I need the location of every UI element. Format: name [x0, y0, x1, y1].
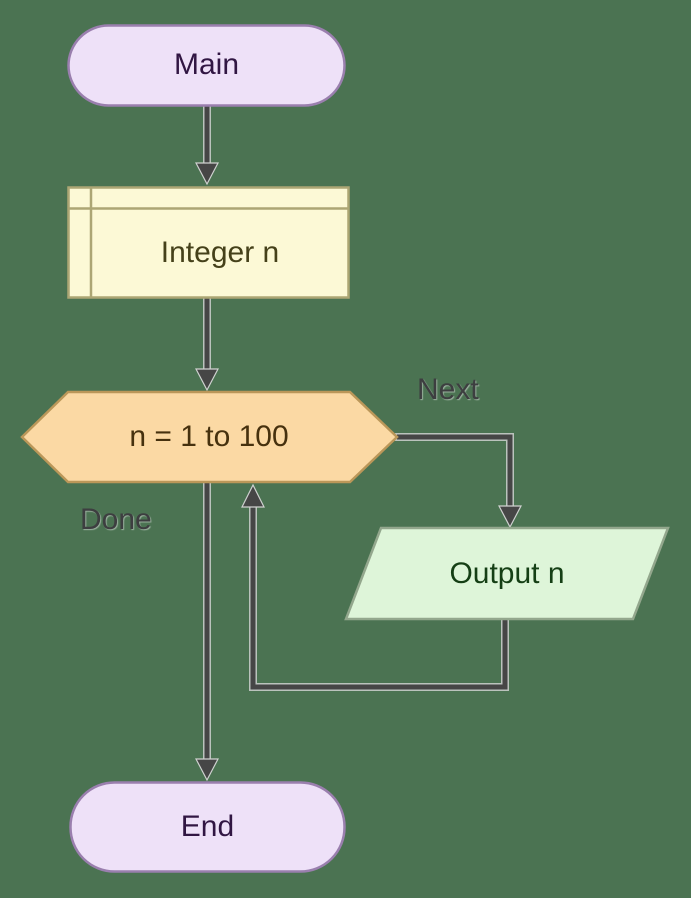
- terminal-shape[interactable]: [69, 781, 346, 873]
- connector-main-to-declare: [195, 103, 219, 186]
- node-main-terminal[interactable]: [67, 24, 346, 107]
- output-parallelogram-shape[interactable]: [344, 526, 670, 621]
- declaration-shape[interactable]: [67, 186, 350, 299]
- connector-loop-done-to-end: [195, 480, 219, 782]
- node-declare[interactable]: [67, 186, 350, 299]
- connector-loop-next-to-output: [395, 433, 522, 529]
- node-for-loop[interactable]: [20, 390, 399, 484]
- arrowhead-down-icon: [195, 758, 219, 782]
- arrowhead-up-icon: [241, 483, 265, 508]
- connector-declare-to-loop: [195, 296, 219, 392]
- node-end-terminal[interactable]: [69, 781, 346, 873]
- terminal-shape[interactable]: [67, 24, 346, 107]
- arrowhead-down-icon: [498, 505, 522, 529]
- node-output[interactable]: [344, 526, 670, 621]
- arrowhead-down-icon: [195, 162, 219, 186]
- arrowhead-down-icon: [195, 368, 219, 392]
- loop-hexagon-shape[interactable]: [20, 390, 399, 484]
- connector-output-loopback: [241, 483, 509, 691]
